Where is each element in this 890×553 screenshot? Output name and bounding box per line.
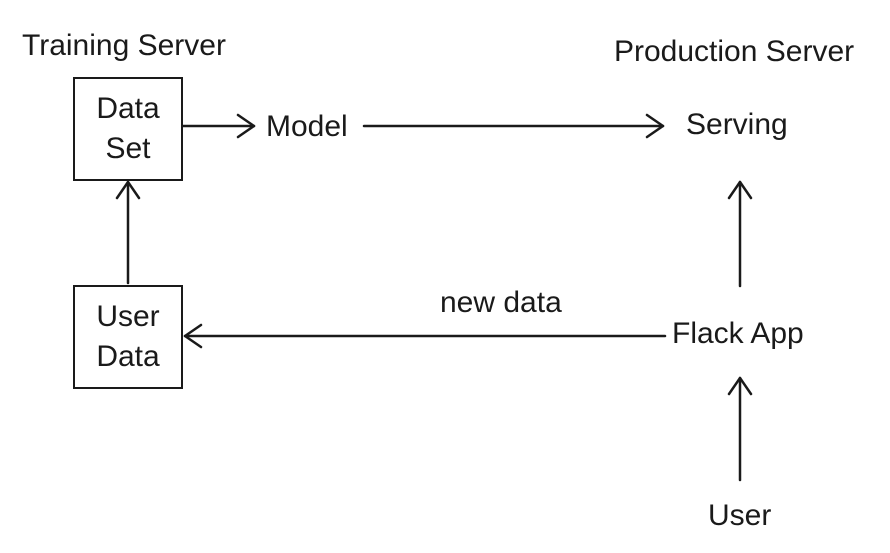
- edge-dataset-to-model: [181, 113, 256, 139]
- training-server-label: Training Server: [22, 29, 226, 62]
- serving-node: Serving: [686, 108, 788, 141]
- dataset-label-line2: Set: [105, 132, 151, 165]
- dataset-label-line1: Data: [96, 92, 160, 125]
- edge-userdata-to-dataset: [115, 180, 141, 285]
- edge-flask-to-serving: [727, 180, 753, 288]
- model-node: Model: [266, 110, 348, 143]
- edge-model-to-serving: [362, 113, 665, 139]
- dataset-node: Data Set: [73, 77, 183, 181]
- production-server-label: Production Server: [614, 35, 855, 68]
- new-data-edge-label: new data: [440, 286, 562, 319]
- edge-flask-to-userdata: [183, 323, 667, 349]
- userdata-node: User Data: [73, 285, 183, 389]
- flask-app-node: Flack App: [672, 317, 804, 350]
- user-node: User: [708, 499, 772, 532]
- userdata-label-line2: Data: [96, 340, 160, 373]
- edge-user-to-flask: [727, 376, 753, 482]
- userdata-label-line1: User: [96, 300, 160, 333]
